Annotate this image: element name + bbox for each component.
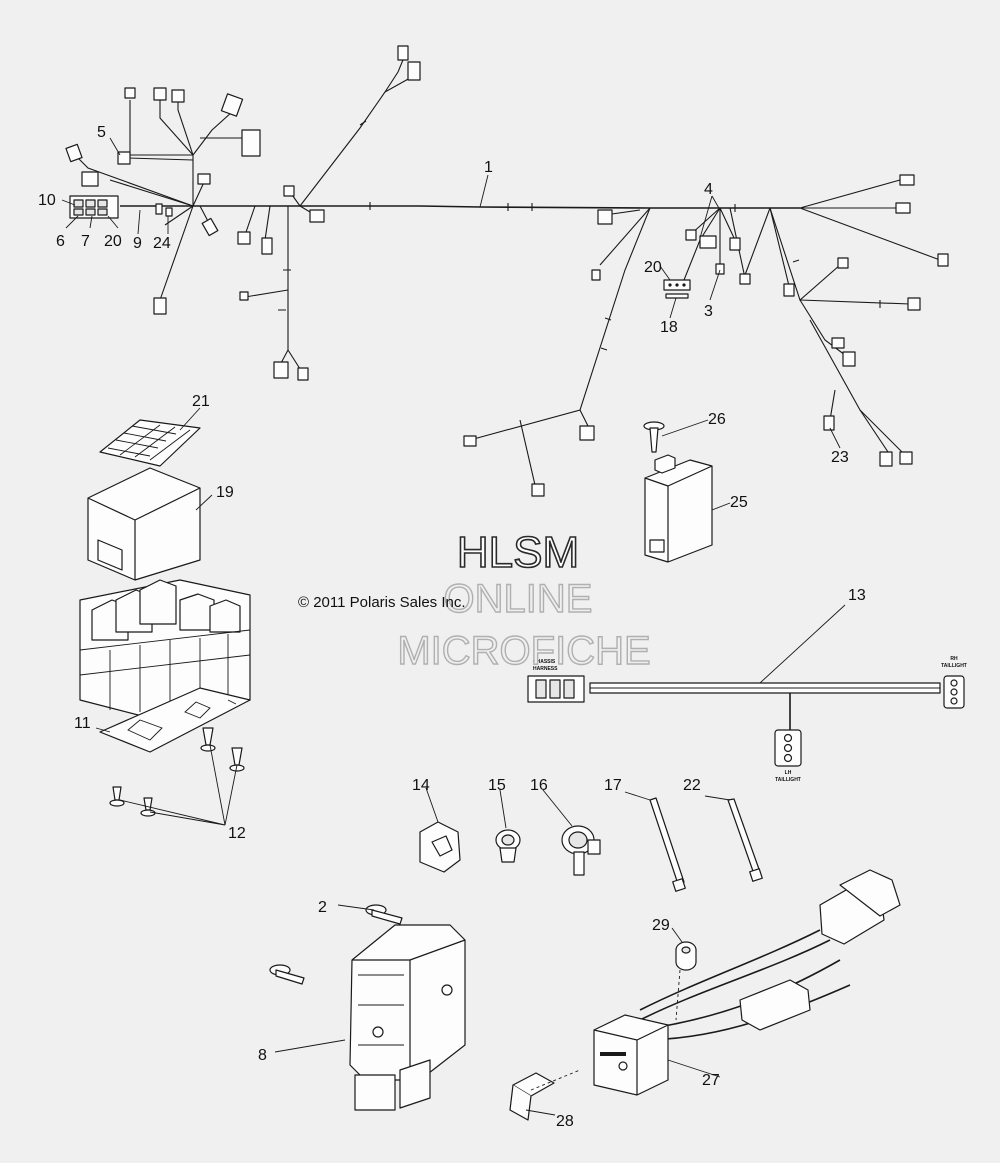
watermark-line-1: HLSM <box>457 528 579 577</box>
taillight-harness-13: CHASSIS HARNESS RH TAILLIGHT LH TAILLIGH… <box>527 656 967 783</box>
callout-5: 5 <box>97 124 106 141</box>
lh-taillight-label-1: LH <box>785 770 792 776</box>
relay-25 <box>644 454 713 563</box>
callout-29: 29 <box>652 917 670 934</box>
callout-3: 3 <box>704 303 713 320</box>
bracket-11 <box>99 687 251 753</box>
callout-1: 1 <box>484 159 493 176</box>
callout-17: 17 <box>604 777 622 794</box>
callout-11: 11 <box>74 715 91 732</box>
fuse-label-21 <box>99 419 201 467</box>
callout-25: 25 <box>730 494 748 511</box>
module-harness-27 <box>593 869 901 1096</box>
callout-10: 10 <box>38 192 56 209</box>
callout-20-left: 20 <box>104 233 122 250</box>
chassis-harness-label-2: HARNESS <box>533 666 558 672</box>
callout-13: 13 <box>848 587 866 604</box>
copyright-notice: © 2011 Polaris Sales Inc. <box>298 594 466 611</box>
callout-23: 23 <box>831 449 849 466</box>
callout-20-right: 20 <box>644 259 662 276</box>
leader-lines <box>61 137 846 1116</box>
clip-16 <box>561 825 601 876</box>
rh-taillight-label-1: RH <box>950 656 958 662</box>
control-module-8 <box>349 924 466 1111</box>
callout-12: 12 <box>228 825 246 842</box>
callout-4: 4 <box>704 181 713 198</box>
callout-26: 26 <box>708 411 726 428</box>
cable-tie-22 <box>727 798 763 882</box>
callout-28: 28 <box>556 1113 574 1130</box>
watermark: HLSM ONLINE MICROFICHE <box>397 527 652 674</box>
callout-21: 21 <box>192 393 210 410</box>
main-wire-harness <box>74 54 941 486</box>
harness-connectors <box>65 45 949 497</box>
callout-6: 6 <box>56 233 65 250</box>
callout-18: 18 <box>660 319 678 336</box>
watermark-line-2: ONLINE <box>444 577 593 621</box>
callout-27: 27 <box>702 1072 720 1089</box>
callout-2: 2 <box>318 899 327 916</box>
callout-14: 14 <box>412 777 430 794</box>
cable-tie-17 <box>649 797 686 892</box>
callout-22: 22 <box>683 777 701 794</box>
spacer-29 <box>675 941 697 1021</box>
callout-19: 19 <box>216 484 234 501</box>
callout-numbers: 1 2 3 4 5 6 7 8 9 10 11 12 13 14 15 16 1… <box>38 124 866 1130</box>
bolt-28 <box>509 1069 581 1121</box>
rh-taillight-label-2: TAILLIGHT <box>941 663 967 669</box>
watermark-line-3: MICROFICHE <box>397 629 650 673</box>
screws-2 <box>269 904 403 985</box>
clip-14 <box>419 821 461 873</box>
callout-16: 16 <box>530 777 548 794</box>
callout-8: 8 <box>258 1047 267 1064</box>
clip-15 <box>495 829 521 863</box>
screw-26 <box>643 421 665 453</box>
callout-9: 9 <box>133 235 142 252</box>
lh-taillight-label-2: TAILLIGHT <box>775 777 801 783</box>
callout-7: 7 <box>81 233 90 250</box>
fuse-box-cover-19 <box>87 467 201 581</box>
chassis-harness-label-1: CHASSIS <box>533 659 556 665</box>
callout-15: 15 <box>488 777 506 794</box>
fuse-box-assembly <box>79 579 251 719</box>
callout-24: 24 <box>153 235 171 252</box>
